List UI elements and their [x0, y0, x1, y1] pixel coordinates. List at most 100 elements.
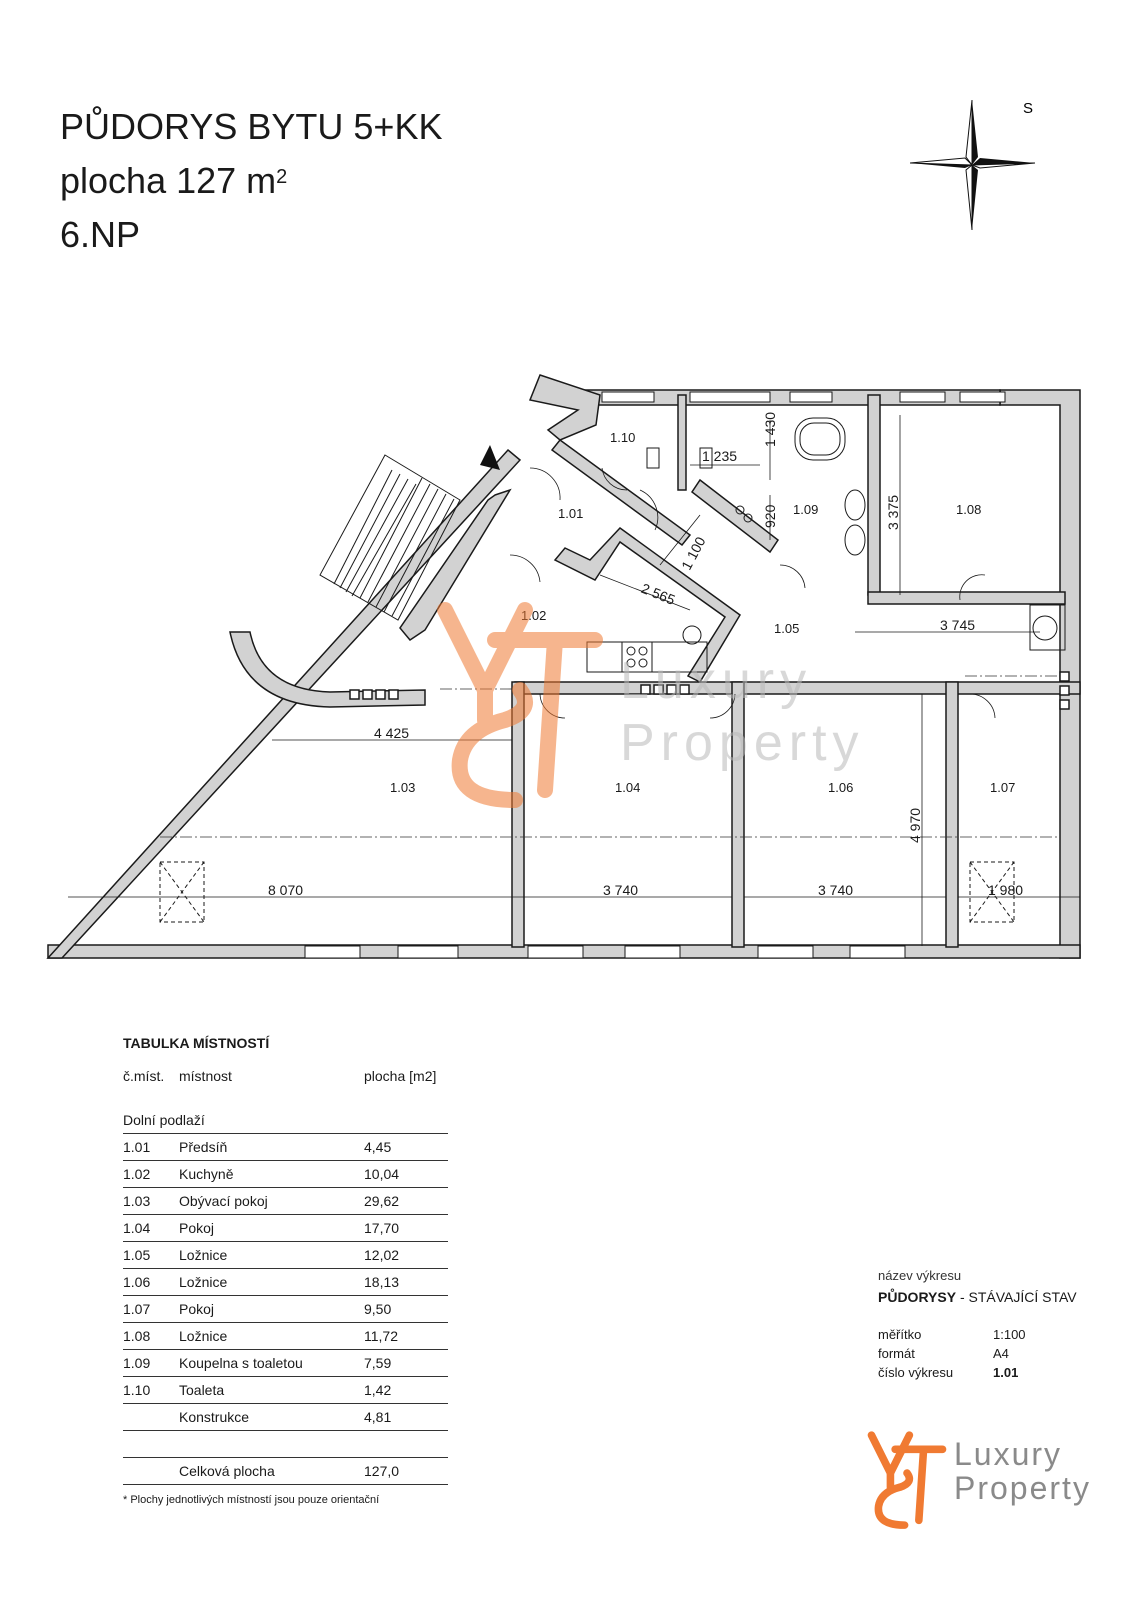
cell-name: Toaleta [179, 1382, 225, 1398]
cell-num: 1.08 [123, 1328, 151, 1344]
cell-area: 4,81 [364, 1409, 392, 1425]
floor-plan [46, 374, 1081, 959]
drawing-name: PŮDORYSY - STÁVAJÍCÍ STAV [878, 1289, 1108, 1305]
room-label: 1.03 [390, 780, 416, 795]
cell-num: 1.02 [123, 1166, 151, 1182]
total-label: Celková plocha [179, 1463, 275, 1479]
scale-row: měřítko 1:100 [878, 1327, 1108, 1342]
table-header-row: č.míst. místnost plocha [m2] [123, 1063, 448, 1089]
table-spacer [123, 1431, 448, 1458]
table-note: * Plochy jednotlivých místností jsou pou… [123, 1494, 380, 1506]
room-label: 1.06 [828, 780, 854, 795]
format-value: A4 [993, 1346, 1009, 1361]
drawing-name-bold: PŮDORYSY [878, 1289, 957, 1305]
dimension-label: 3 745 [940, 617, 976, 633]
number-value: 1.01 [993, 1365, 1019, 1380]
logo-line-2: Property [954, 1470, 1091, 1506]
col-room-header: místnost [179, 1068, 232, 1084]
dimension-label: 1 980 [988, 882, 1024, 898]
table-heading: TABULKA MÍSTNOSTÍ [123, 1035, 270, 1051]
format-row: formát A4 [878, 1346, 1108, 1361]
dimension-label: 3 740 [818, 882, 854, 898]
table-row: 1.05 Ložnice 12,02 [123, 1242, 448, 1269]
cell-name: Pokoj [179, 1301, 215, 1317]
col-area-header: plocha [m2] [364, 1068, 437, 1084]
company-logo: Luxury Property [862, 1425, 1092, 1540]
cell-area: 18,13 [364, 1274, 400, 1290]
cell-area: 1,42 [364, 1382, 392, 1398]
total-area: 127,0 [364, 1463, 400, 1479]
cell-name: Konstrukce [179, 1409, 250, 1425]
table-row: 1.07 Pokoj 9,50 [123, 1296, 448, 1323]
cell-area: 9,50 [364, 1301, 392, 1317]
title-line-2: plocha 127 m2 [60, 154, 442, 208]
logo-mark-icon [867, 1431, 947, 1529]
dimension-label: 8 070 [268, 882, 304, 898]
cell-name: Ložnice [179, 1328, 228, 1344]
cell-num: 1.09 [123, 1355, 151, 1371]
compass-label: S [1023, 100, 1033, 117]
number-label: číslo výkresu [878, 1365, 954, 1380]
cell-name: Pokoj [179, 1220, 215, 1236]
cell-num: 1.07 [123, 1301, 151, 1317]
cell-num: 1.03 [123, 1193, 151, 1209]
cell-num: 1.05 [123, 1247, 151, 1263]
cell-name: Předsíň [179, 1139, 228, 1155]
area-exponent: 2 [276, 166, 288, 188]
entrance-arrow-icon [480, 445, 500, 470]
table-row: Konstrukce 4,81 [123, 1404, 448, 1431]
cell-area: 10,04 [364, 1166, 400, 1182]
room-label: 1.02 [521, 608, 547, 623]
dimension-label: 3 375 [885, 494, 901, 530]
table-total-row: Celková plocha 127,0 [123, 1458, 448, 1485]
room-label: 1.08 [956, 502, 982, 517]
compass-rose-icon: S [910, 99, 1036, 231]
room-label: 1.07 [990, 780, 1016, 795]
drawing-name-label: název výkresu [878, 1268, 962, 1283]
cell-num: 1.01 [123, 1139, 151, 1155]
cell-name: Koupelna s toaletou [179, 1355, 303, 1371]
room-label: 1.04 [615, 780, 641, 795]
cell-area: 11,72 [364, 1328, 398, 1344]
scale-value: 1:100 [993, 1327, 1026, 1342]
col-number-header: č.míst. [123, 1068, 165, 1084]
room-label: 1.09 [793, 502, 819, 517]
cell-area: 17,70 [364, 1220, 400, 1236]
room-label: 1.01 [558, 506, 584, 521]
cell-name: Kuchyně [179, 1166, 234, 1182]
dimension-label: 4 425 [374, 725, 410, 741]
logo-line-1: Luxury [954, 1436, 1063, 1472]
number-row: číslo výkresu 1.01 [878, 1365, 1108, 1380]
scale-label: měřítko [878, 1327, 922, 1342]
room-table: TABULKA MÍSTNOSTÍ č.míst. místnost ploch… [123, 1035, 448, 1485]
room-label: 1.05 [774, 621, 800, 636]
logo-text: Luxury Property [954, 1437, 1091, 1505]
table-row: 1.02 Kuchyně 10,04 [123, 1161, 448, 1188]
format-label: formát [878, 1346, 915, 1361]
cell-num: 1.06 [123, 1274, 151, 1290]
title-line-3: 6.NP [60, 214, 141, 255]
title-line-1: PŮDORYS BYTU 5+KK [60, 106, 443, 147]
table-row: 1.09 Koupelna s toaletou 7,59 [123, 1350, 448, 1377]
dimension-label: 920 [762, 504, 778, 528]
floor-label-row: Dolní podlaží [123, 1107, 448, 1134]
table-row: 1.08 Ložnice 11,72 [123, 1323, 448, 1350]
dimension-label: 4 970 [907, 807, 923, 843]
drawing-title: PŮDORYS BYTU 5+KK plocha 127 m2 6.NP [60, 100, 442, 262]
cell-area: 12,02 [364, 1247, 400, 1263]
cell-name: Ložnice [179, 1247, 228, 1263]
table-row: 1.04 Pokoj 17,70 [123, 1215, 448, 1242]
dimension-label: 1 430 [762, 411, 778, 447]
cell-area: 29,62 [364, 1193, 400, 1209]
area-text: plocha 127 m [60, 160, 277, 201]
dimension-label: 1 235 [702, 448, 738, 464]
cell-area: 7,59 [364, 1355, 392, 1371]
room-label: 1.10 [610, 430, 636, 445]
cell-num: 1.04 [123, 1220, 151, 1236]
floor-label: Dolní podlaží [123, 1112, 205, 1128]
drawing-info: název výkresu PŮDORYSY - STÁVAJÍCÍ STAV … [878, 1268, 1108, 1380]
